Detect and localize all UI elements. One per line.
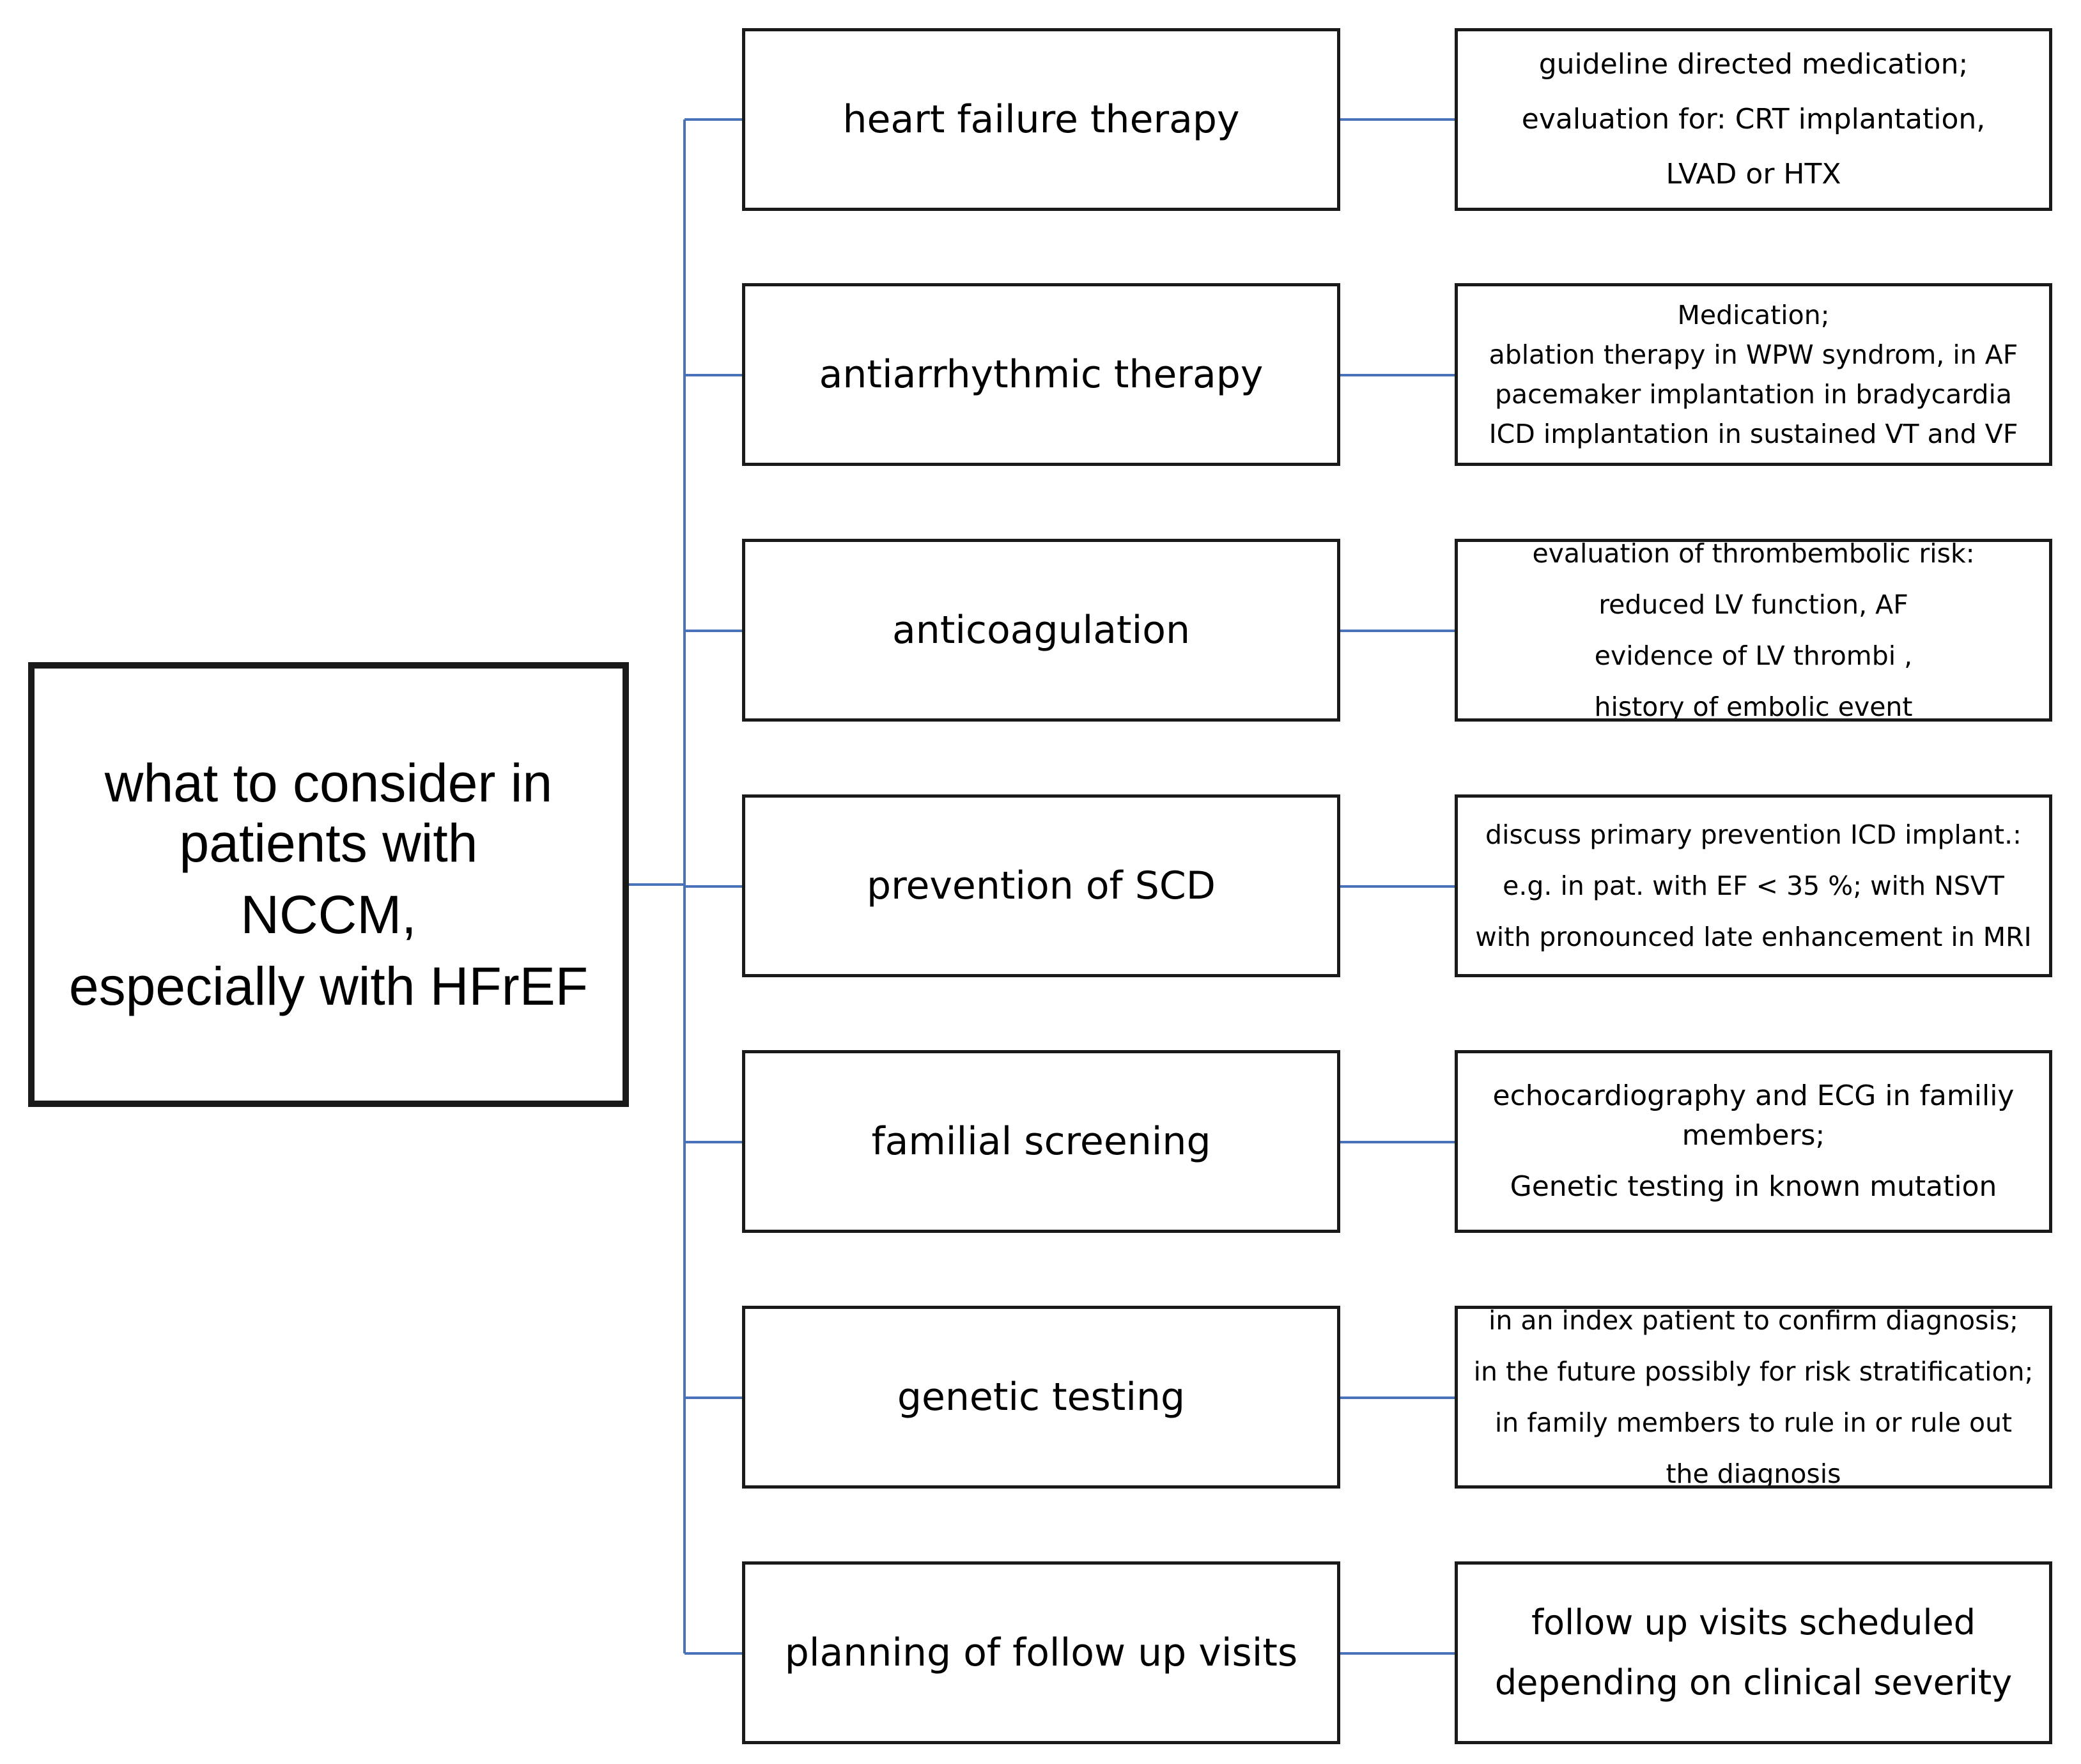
category-label: familial screening [871, 1119, 1211, 1164]
category-box-heart-failure-therapy: heart failure therapy [742, 28, 1340, 211]
detail-line: with pronounced late enhancement in MRI [1475, 922, 2032, 952]
detail-line: Medication; [1677, 300, 1830, 330]
detail-line: ablation therapy in WPW syndrom, in AF [1489, 339, 2018, 370]
detail-line: the diagnosis [1666, 1458, 1841, 1489]
category-label: antiarrhythmic therapy [819, 352, 1264, 397]
category-box-anticoagulation: anticoagulation [742, 539, 1340, 722]
category-box-familial-screening: familial screening [742, 1050, 1340, 1233]
detail-box-genetic-testing: in an index patient to confirm diagnosis… [1455, 1306, 2052, 1489]
detail-line: in an index patient to confirm diagnosis… [1489, 1306, 2018, 1336]
detail-line: in family members to rule in or rule out [1494, 1407, 2013, 1438]
detail-line: ICD implantation in sustained VT and VF [1489, 419, 2018, 449]
detail-line: history of embolic event [1594, 692, 1913, 722]
category-box-genetic-testing: genetic testing [742, 1306, 1340, 1489]
detail-line: evidence of LV thrombi , [1594, 640, 1913, 671]
category-label: prevention of SCD [867, 863, 1216, 908]
detail-line: LVAD or HTX [1666, 158, 1841, 190]
detail-line: reduced LV function, AF [1598, 589, 1908, 620]
detail-box-heart-failure-therapy: guideline directed medication; evaluatio… [1455, 28, 2052, 211]
category-label: genetic testing [897, 1375, 1186, 1420]
detail-line: members; [1682, 1119, 1825, 1152]
detail-box-antiarrhythmic-therapy: Medication; ablation therapy in WPW synd… [1455, 283, 2052, 466]
detail-line: discuss primary prevention ICD implant.: [1485, 819, 2022, 850]
detail-box-planning-of-follow-up-visits: follow up visits scheduled depending on … [1455, 1561, 2052, 1744]
detail-line: pacemaker implantation in bradycardia [1494, 379, 2013, 410]
detail-line: in the future possibly for risk stratifi… [1473, 1356, 2034, 1387]
category-label: anticoagulation [892, 608, 1190, 653]
category-box-antiarrhythmic-therapy: antiarrhythmic therapy [742, 283, 1340, 466]
detail-line: e.g. in pat. with EF < 35 %; with NSVT [1503, 870, 2004, 901]
root-line: patients with [179, 812, 478, 873]
root-line: especially with HFrEF [68, 956, 589, 1017]
detail-line: evaluation for: CRT implantation, [1521, 103, 1986, 135]
category-box-planning-of-follow-up-visits: planning of follow up visits [742, 1561, 1340, 1744]
root-line: NCCM, [240, 885, 417, 945]
detail-line: evaluation of thrombembolic risk: [1532, 539, 1975, 569]
detail-line: guideline directed medication; [1538, 48, 1969, 81]
root-box: what to consider in patients with NCCM, … [28, 662, 629, 1107]
detail-line: depending on clinical severity [1494, 1662, 2013, 1703]
detail-box-prevention-of-scd: discuss primary prevention ICD implant.:… [1455, 794, 2052, 977]
detail-box-familial-screening: echocardiography and ECG in familiy memb… [1455, 1050, 2052, 1233]
category-label: planning of follow up visits [784, 1630, 1298, 1675]
category-label: heart failure therapy [842, 97, 1240, 142]
detail-line: echocardiography and ECG in familiy [1492, 1079, 2015, 1112]
detail-box-anticoagulation: evaluation of thrombembolic risk: reduce… [1455, 539, 2052, 722]
detail-line: Genetic testing in known mutation [1510, 1170, 1997, 1203]
category-box-prevention-of-scd: prevention of SCD [742, 794, 1340, 977]
root-line: what to consider in [104, 752, 553, 813]
detail-line: follow up visits scheduled [1531, 1602, 1976, 1643]
